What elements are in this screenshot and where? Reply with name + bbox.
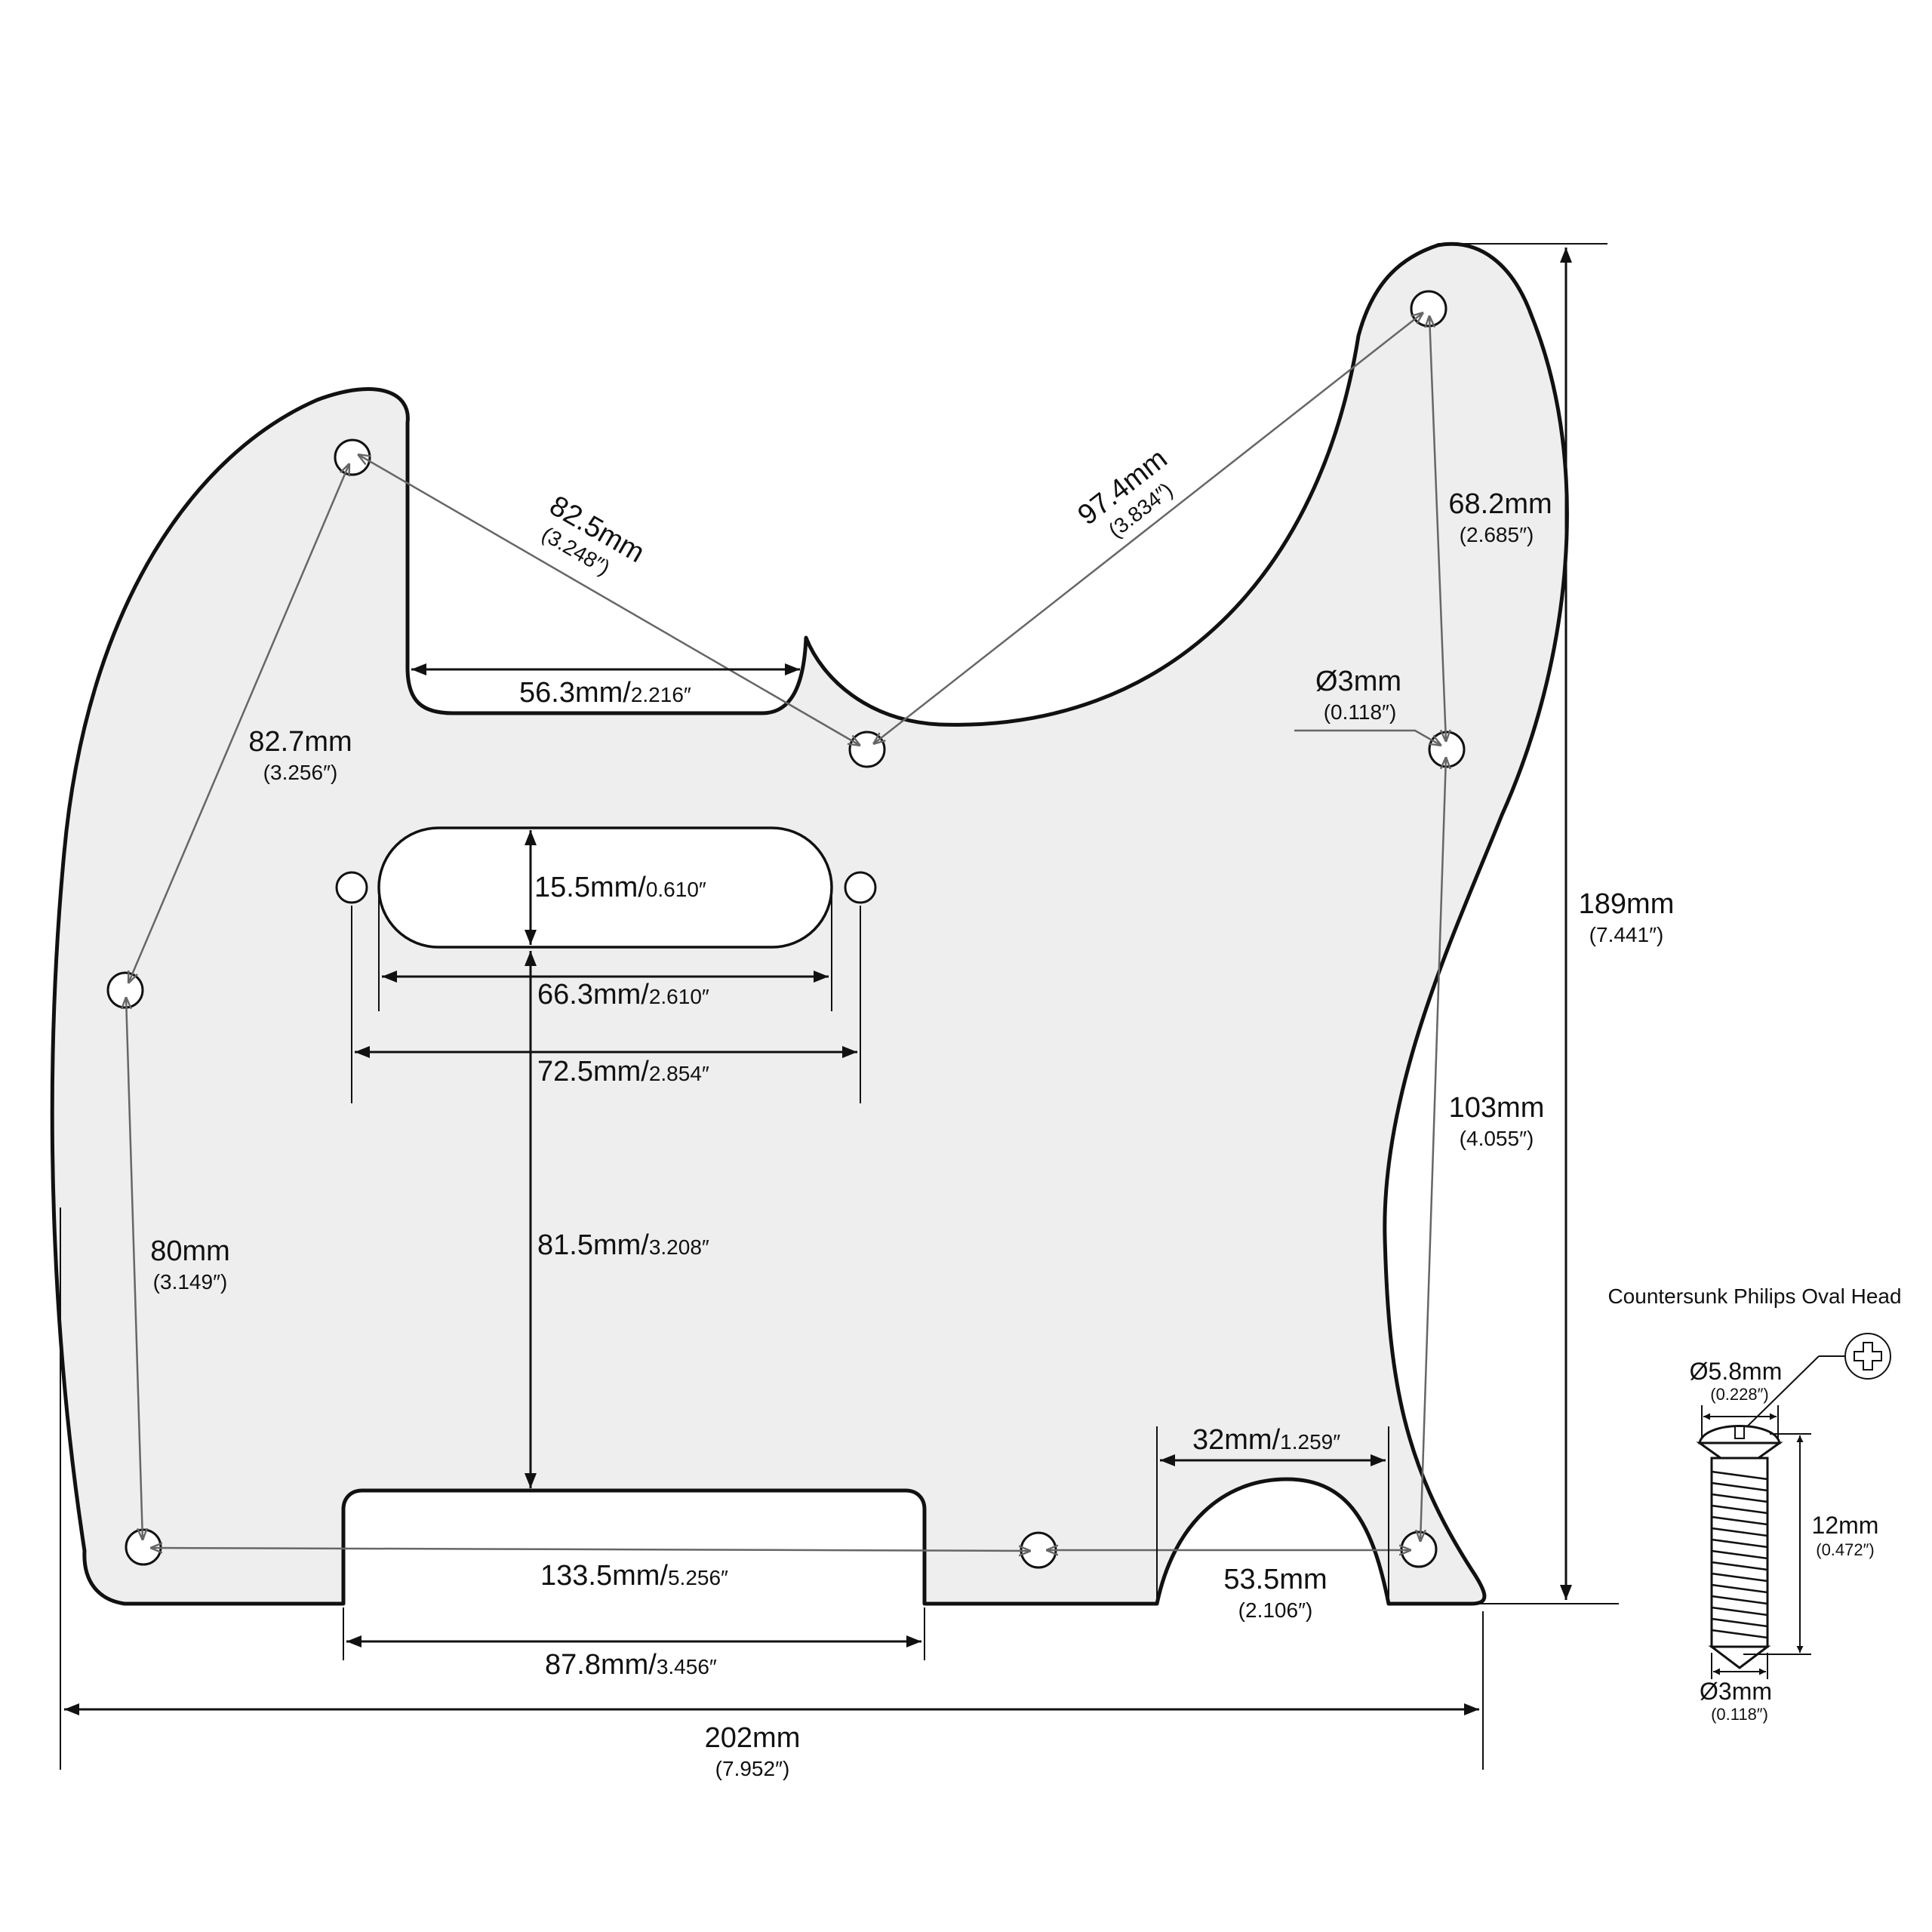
- dim-label: 53.5mm: [1223, 1564, 1327, 1595]
- pickup-cutout: [377, 826, 833, 949]
- dim-label: 32mm/: [1192, 1424, 1281, 1456]
- dim-label: 81.5mm/: [537, 1229, 649, 1261]
- pickup-screw-hole: [335, 871, 368, 904]
- dim-sublabel: (4.055″): [1460, 1127, 1534, 1150]
- phillips-icon: [1844, 1333, 1891, 1380]
- hole-distance-leaders: [126, 312, 1446, 1551]
- dim-label: 103mm: [1449, 1092, 1545, 1124]
- label-82-5: 82.5mm (3.248″): [538, 490, 650, 580]
- dim-sublabel: (7.441″): [1589, 923, 1664, 946]
- dim-label: 133.5mm/: [540, 1560, 668, 1592]
- dim-sublabel: (2.106″): [1238, 1598, 1313, 1622]
- screw-detail: Countersunk Philips Oval Head Ø5.8mm (0.…: [1607, 1284, 1901, 1724]
- dim-sublabel: 0.610″: [646, 878, 706, 901]
- dim-label: 56.3mm/: [519, 677, 631, 709]
- dim-sublabel: 1.259″: [1280, 1430, 1340, 1454]
- screw-length-label: 12mm: [1812, 1512, 1879, 1539]
- dim-label-15-5: 15.5mm/0.610″: [534, 872, 706, 903]
- screw-title: Countersunk Philips Oval Head: [1607, 1284, 1901, 1308]
- screw-body: [1696, 1425, 1783, 1669]
- dim-sublabel: 2.610″: [649, 985, 709, 1008]
- dim-sublabel: (3.256″): [263, 761, 338, 784]
- dim-label-133-5: 133.5mm/5.256″: [540, 1560, 728, 1592]
- screw-head-sublabel: (0.228″): [1710, 1385, 1769, 1404]
- dim-label: Ø3mm: [1315, 666, 1401, 697]
- screw-shaft-label: Ø3mm: [1700, 1678, 1772, 1705]
- dim-label: 66.3mm/: [537, 979, 649, 1011]
- label-97-4: 97.4mm (3.834″): [1072, 443, 1177, 543]
- dim-label: 202mm: [705, 1722, 801, 1754]
- screw-shaft-sublabel: (0.118″): [1711, 1705, 1768, 1724]
- dim-sublabel: (7.952″): [715, 1757, 790, 1780]
- dim-label-72-5: 72.5mm/2.854″: [537, 1056, 709, 1088]
- screw-hole: [1410, 290, 1447, 328]
- leader-97-4: [873, 312, 1423, 744]
- dim-label: 189mm: [1579, 888, 1675, 920]
- leader-82-7: [128, 463, 349, 983]
- dim-sublabel: 3.456″: [657, 1655, 717, 1678]
- dimension-lines: [64, 248, 1572, 1715]
- leader-68-2: [1429, 315, 1446, 742]
- leader-82-5: [358, 454, 860, 746]
- dim-sublabel: (2.685″): [1460, 523, 1534, 546]
- phillips-leader-diag: [1737, 1355, 1820, 1436]
- dim-sublabel: 5.256″: [668, 1566, 728, 1589]
- dim-label-56-3: 56.3mm/2.216″: [519, 677, 691, 709]
- dim-label: 72.5mm/: [537, 1056, 649, 1088]
- leader-80: [126, 997, 143, 1540]
- dim-label-66-3: 66.3mm/2.610″: [537, 979, 709, 1011]
- dim-label: 15.5mm/: [534, 872, 646, 903]
- dim-label-81-5: 81.5mm/3.208″: [537, 1229, 709, 1261]
- pickup-screw-hole: [844, 871, 877, 904]
- dimension-labels: 82.5mm (3.248″) 97.4mm (3.834″) 68.2mm (…: [150, 443, 1674, 1780]
- dim-label-87-8: 87.8mm/3.456″: [545, 1649, 717, 1681]
- leader-103: [1420, 757, 1446, 1542]
- dim-sublabel: (3.149″): [153, 1270, 228, 1294]
- leader-133-5-left: [150, 1548, 1031, 1551]
- dim-sublabel: 2.854″: [649, 1062, 709, 1085]
- dim-label-32: 32mm/1.259″: [1192, 1424, 1340, 1456]
- dim-label: 68.2mm: [1448, 488, 1552, 520]
- leader-hole-diameter: [1294, 729, 1441, 746]
- dim-sublabel: (0.118″): [1324, 700, 1397, 724]
- screw-hole: [848, 731, 886, 768]
- dim-sublabel: 2.216″: [631, 683, 691, 706]
- screw-length-sublabel: (0.472″): [1816, 1540, 1875, 1559]
- dim-label: 87.8mm/: [545, 1649, 657, 1681]
- dim-label: 82.7mm: [248, 726, 352, 758]
- dim-label: 80mm: [150, 1235, 230, 1267]
- extension-lines: [60, 243, 1619, 1770]
- screw-head-label: Ø5.8mm: [1690, 1358, 1783, 1385]
- dim-sublabel: 3.208″: [649, 1235, 709, 1259]
